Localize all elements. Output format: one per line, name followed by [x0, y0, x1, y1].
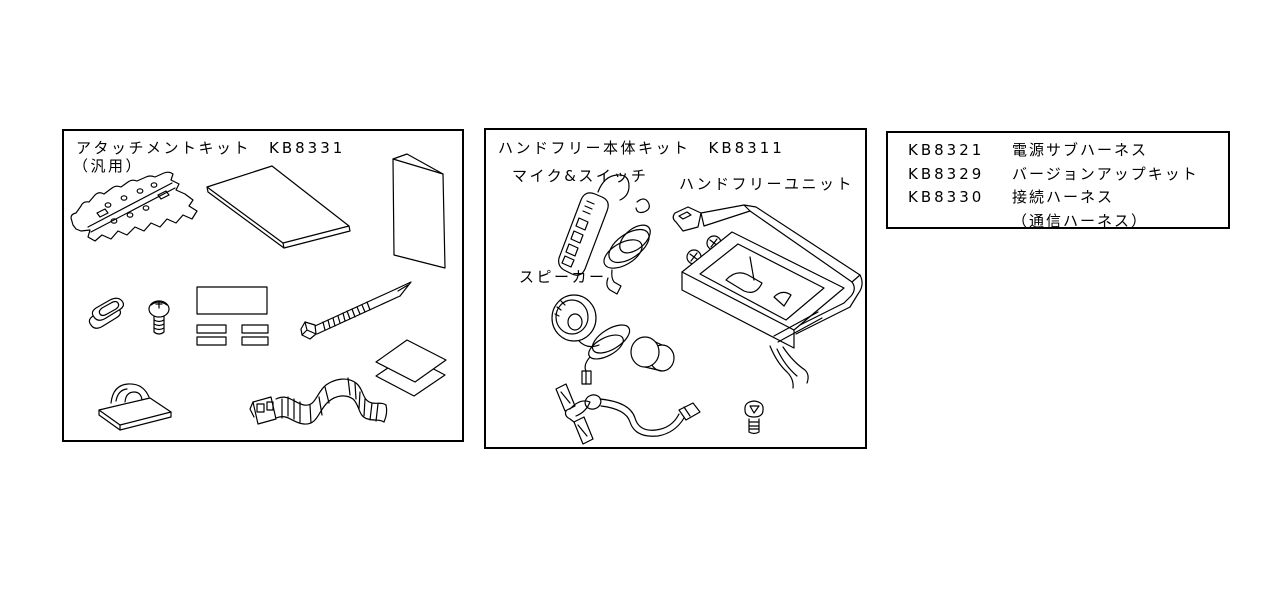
- attachment-kit-drawing: [70, 153, 447, 431]
- part-code: KB8329: [908, 164, 985, 183]
- junction-harness-icon: [555, 383, 701, 445]
- instruction-card-icon: [392, 153, 446, 269]
- mic-switch-label: マイク&スイッチ: [512, 167, 649, 185]
- parts-list-row: KB8329 バージョンアップキット: [908, 163, 1199, 187]
- part-name: バージョンアップキット: [1012, 164, 1199, 183]
- corrugated-tube-icon: [249, 377, 388, 425]
- parts-list-panel: KB8321 電源サブハーネス KB8329 バージョンアップキット KB833…: [886, 131, 1230, 230]
- handsfree-screw-icon: [744, 400, 764, 435]
- handsfree-kit-title: ハンドフリー本体キット KB8311: [498, 137, 785, 158]
- cable-clamp-icon: [98, 383, 172, 431]
- handsfree-kit-panel: ハンドフリー本体キット KB8311 マイク&スイッチ ハンドフリーユニット スピ…: [484, 128, 867, 449]
- part-name: 電源サブハーネス: [1012, 141, 1149, 159]
- speaker-icon: [551, 294, 631, 385]
- handsfree-unit-icon: [672, 204, 863, 389]
- mounting-bracket-icon: [70, 171, 198, 242]
- attachment-kit-panel: アタッチメントキット KB8331 （汎用）: [62, 129, 464, 442]
- attachment-kit-code: KB8331: [269, 139, 346, 157]
- parts-list: KB8321 電源サブハーネス KB8329 バージョンアップキット KB833…: [908, 139, 1199, 233]
- attachment-kit-title: アタッチメントキット KB8331: [76, 137, 345, 158]
- label-sheet-icon: [196, 286, 268, 315]
- rubber-grommets-icon: [88, 297, 125, 329]
- part-name: 接続ハーネス: [1012, 188, 1115, 206]
- mic-switch-icon: [558, 174, 651, 295]
- mounting-plate-icon: [206, 165, 351, 249]
- part-code: KB8321: [908, 141, 985, 159]
- parts-list-row: KB8321 電源サブハーネス: [908, 139, 1199, 163]
- attachment-kit-subtitle: （汎用）: [73, 157, 144, 175]
- attachment-kit-name: アタッチメントキット: [76, 139, 252, 157]
- handsfree-kit-drawing: [551, 174, 863, 445]
- handsfree-kit-name: ハンドフリー本体キット: [498, 139, 691, 157]
- adhesive-sheets-icon: [375, 339, 447, 397]
- cable-tie-icon: [300, 281, 412, 340]
- small-labels-icon: [196, 324, 269, 346]
- parts-list-row: KB8330 接続ハーネス （通信ハーネス）: [908, 186, 1199, 233]
- speaker-label: スピーカー: [519, 268, 607, 286]
- rubber-cap-icon: [630, 336, 675, 372]
- tapping-screw-icon: [148, 300, 170, 335]
- handsfree-kit-code: KB8311: [708, 139, 785, 157]
- handsfree-unit-label: ハンドフリーユニット: [679, 175, 855, 193]
- part-code: KB8330: [908, 188, 985, 206]
- part-note: （通信ハーネス）: [1012, 211, 1149, 230]
